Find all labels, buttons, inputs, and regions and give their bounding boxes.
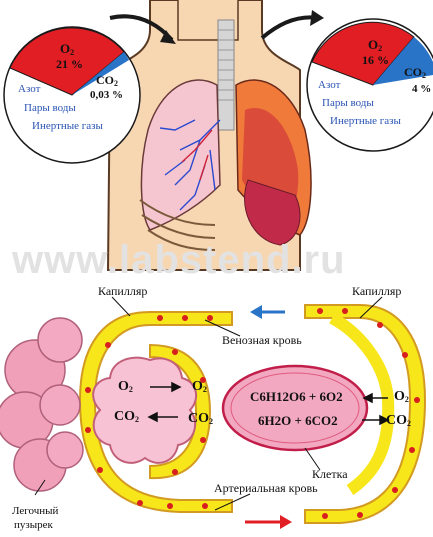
blood-co2-label: CO2 bbox=[188, 412, 213, 426]
exhaled-o2-value: 16 % bbox=[362, 54, 389, 66]
alveolus-cluster bbox=[0, 318, 83, 491]
inhaled-nitrogen: Азот bbox=[18, 84, 40, 95]
reaction-line-2: 6H2O + 6CO2 bbox=[258, 414, 338, 427]
inhaled-co2-label: CO2 bbox=[96, 74, 118, 88]
inhaled-water-vapor: Пары воды bbox=[24, 103, 76, 114]
exhaled-water-vapor: Пары воды bbox=[322, 98, 374, 109]
exhaled-nitrogen: Азот bbox=[318, 80, 340, 91]
watermark: www.labstend.ru bbox=[12, 238, 346, 283]
exhaled-co2-label: CO2 bbox=[404, 66, 426, 80]
reaction-line-1: C6H12O6 + 6O2 bbox=[250, 390, 343, 403]
capillary-right-label: Капилляр bbox=[352, 285, 401, 297]
alveolus-label-line1: Легочный bbox=[12, 506, 58, 517]
inhaled-inert-gases: Инертные газы bbox=[32, 121, 103, 132]
exhaled-co2-value: 4 % bbox=[412, 84, 431, 95]
arterial-blood-label: Артериальная кровь bbox=[214, 482, 318, 494]
alveolus-co2-label: CO2 bbox=[114, 410, 139, 424]
torso bbox=[108, 0, 311, 270]
alveolus bbox=[93, 358, 196, 463]
venous-blood-label: Венозная кровь bbox=[222, 334, 302, 346]
blood-o2-label: O2 bbox=[192, 380, 207, 394]
exhaled-o2-label: O2 bbox=[368, 38, 382, 53]
tissue-o2-label: O2 bbox=[394, 390, 409, 404]
cell-label: Клетка bbox=[312, 468, 348, 480]
alveolus-label-line2: пузырек bbox=[14, 520, 53, 531]
alveolus-o2-label: O2 bbox=[118, 380, 133, 394]
exhaled-inert-gases: Инертные газы bbox=[330, 116, 401, 127]
inhaled-co2-value: 0,03 % bbox=[90, 90, 123, 101]
capillary-left-label: Капилляр bbox=[98, 285, 147, 297]
tissue-co2-label: CO2 bbox=[386, 414, 411, 428]
cell bbox=[223, 366, 367, 450]
inhaled-o2-label: O2 bbox=[60, 42, 74, 57]
inhaled-o2-value: 21 % bbox=[56, 58, 83, 70]
